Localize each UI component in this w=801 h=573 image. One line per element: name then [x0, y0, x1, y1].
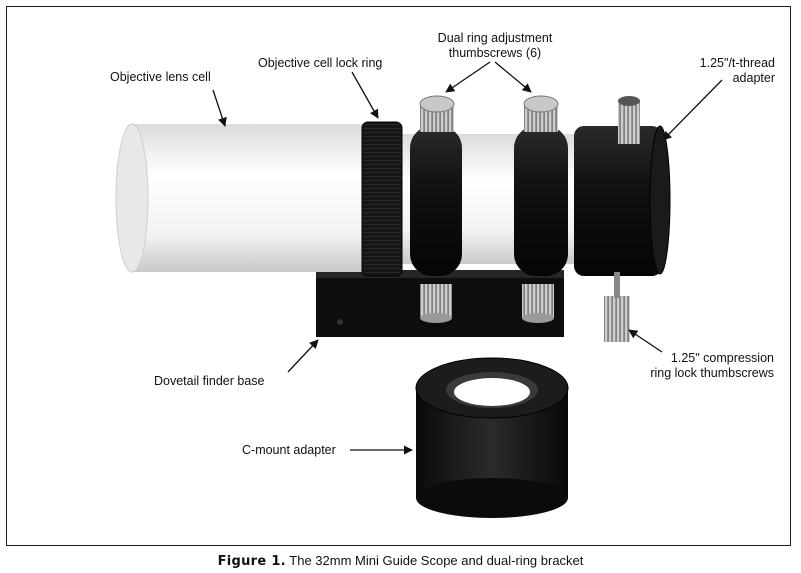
figure-caption: Figure 1. The 32mm Mini Guide Scope and …: [0, 553, 801, 569]
figure-frame: [6, 6, 791, 546]
leader-t-thread-adapter: [662, 79, 723, 141]
leader-objective-lens-cell: [212, 89, 227, 127]
leader-dovetail-base: [287, 339, 319, 373]
leader-dual-ring-left: [445, 61, 491, 93]
label-t-thread-line2: adapter: [732, 71, 775, 85]
label-compression-thumbscrews: 1.25" compression ring lock thumbscrews: [620, 351, 774, 381]
leader-lines: [212, 61, 723, 455]
support-ring-front-shape: [410, 95, 462, 323]
label-dovetail-finder-base: Dovetail finder base: [154, 374, 265, 388]
t-thread-adapter-shape: [574, 96, 671, 342]
label-dual-ring-line2: thumbscrews (6): [448, 46, 542, 60]
leader-lock-ring: [351, 71, 379, 119]
figure-number: Figure 1.: [217, 554, 286, 569]
label-objective-lens-cell: Objective lens cell: [110, 70, 211, 84]
support-ring-rear-shape: [514, 95, 568, 323]
leader-compression-thumbscrews: [628, 329, 663, 353]
label-dual-ring-thumbscrews: Dual ring adjustment thumbscrews (6): [425, 31, 565, 61]
label-dual-ring-line1: Dual ring adjustment: [437, 31, 553, 45]
label-compression-line1: 1.25" compression: [670, 351, 774, 365]
objective-lens-cell-shape: [115, 123, 580, 273]
figure-caption-text: The 32mm Mini Guide Scope and dual-ring …: [285, 553, 584, 568]
leader-dual-ring-right: [494, 61, 532, 93]
objective-cell-lock-ring-shape: [361, 121, 403, 277]
label-t-thread-adapter: 1.25"/t-thread adapter: [650, 56, 775, 86]
label-objective-cell-lock-ring: Objective cell lock ring: [258, 56, 383, 70]
label-c-mount-adapter: C-mount adapter: [242, 443, 336, 457]
label-t-thread-line1: 1.25"/t-thread: [699, 56, 775, 70]
c-mount-adapter-shape: [415, 357, 569, 518]
label-compression-line2: ring lock thumbscrews: [650, 366, 774, 380]
